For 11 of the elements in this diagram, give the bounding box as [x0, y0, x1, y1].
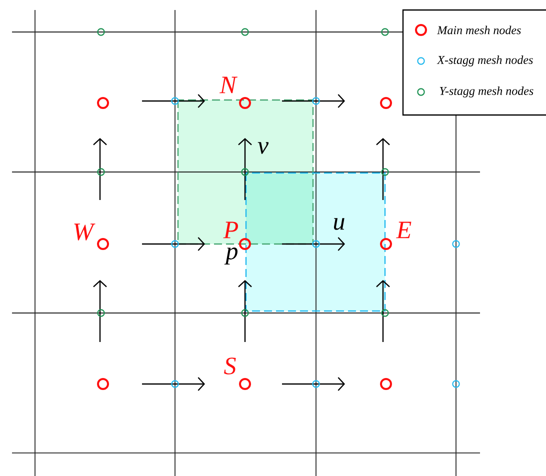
node-letter: P: [223, 222, 238, 238]
node-letter: N: [219, 76, 238, 94]
node-letter: W: [74, 224, 96, 240]
legend-text: Y-stagg mesh nodes: [440, 86, 534, 98]
legend-text: X-stagg mesh nodes: [436, 56, 533, 66]
legend-text: Main mesh nodes: [437, 26, 521, 34]
node-letter: S: [224, 358, 236, 374]
node-letter: E: [396, 222, 412, 238]
variable-label: u: [334, 218, 344, 230]
variable-label: p: [224, 247, 238, 265]
variable-label: v: [258, 142, 269, 154]
